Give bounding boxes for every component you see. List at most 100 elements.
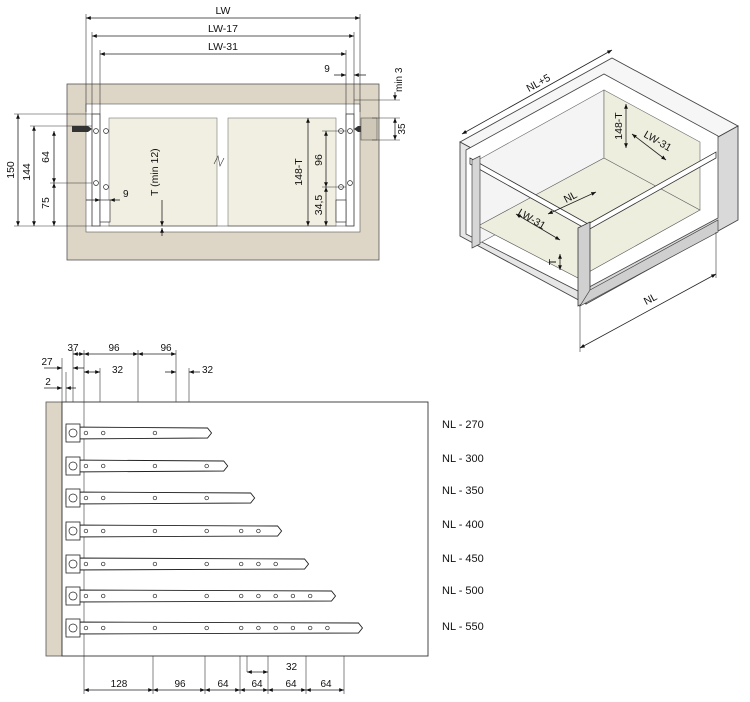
rail-hole — [83, 430, 89, 436]
bracket-hole — [68, 461, 78, 471]
left-runner — [99, 199, 111, 223]
rail-label-350: NL - 350 — [442, 485, 484, 497]
rail-body — [65, 459, 229, 473]
side-dim-64-a: 64 — [217, 679, 229, 690]
rail-hole — [152, 495, 158, 501]
drawer-front-right — [227, 117, 337, 227]
rail-hole — [325, 625, 330, 631]
rail-hole — [204, 528, 209, 534]
side-dim-32-a: 32 — [112, 365, 124, 376]
rail-nl-350 — [65, 488, 256, 508]
rail-hole — [101, 430, 106, 436]
rail-hole — [101, 528, 106, 534]
right-side-wall — [345, 113, 355, 227]
rail-hole — [101, 625, 106, 631]
rail-hole — [83, 625, 89, 631]
rail-hole — [239, 528, 244, 534]
rail-label-400: NL - 400 — [442, 519, 484, 531]
rail-hole — [152, 463, 158, 469]
dim-lw-31: LW-31 — [208, 41, 238, 53]
iso-dim-148-t: 148-T — [613, 112, 625, 140]
side-dim-27: 27 — [41, 357, 53, 368]
iso-dim-nl-inner: NL — [562, 189, 580, 206]
iso-dim-nl-bottom: NL — [642, 291, 660, 308]
rail-hole — [308, 625, 313, 631]
rail-hole — [256, 593, 261, 599]
dim-min-3: min 3 — [394, 67, 405, 92]
drawer-front-left — [108, 117, 218, 227]
dim-34-5: 34,5 — [313, 195, 325, 216]
dim-144: 144 — [21, 163, 33, 181]
rail-hole — [101, 463, 106, 469]
dim-96: 96 — [313, 154, 325, 166]
bracket-hole — [68, 591, 78, 601]
side-dim-96-a: 96 — [108, 343, 120, 354]
rail-hole — [152, 430, 158, 436]
iso-dim-t: T — [547, 258, 559, 265]
rail-hole — [239, 625, 244, 631]
rail-label-300: NL - 300 — [442, 453, 484, 465]
dim-lw-17: LW-17 — [208, 23, 238, 35]
rail-hole — [290, 593, 296, 599]
rail-nl-500 — [65, 586, 337, 606]
rail-hole — [152, 561, 158, 567]
rail-hole — [152, 593, 158, 599]
front-view: LW LW-17 LW-31 9 min 3 35 150 144 64 75 — [5, 5, 408, 261]
side-dim-32: 32 — [286, 662, 298, 673]
rail-hole — [239, 593, 244, 599]
rail-hole — [273, 625, 278, 631]
bracket-hole — [68, 559, 78, 569]
rails-group — [65, 423, 364, 638]
rail-hole — [83, 528, 89, 534]
rail-hole — [101, 561, 106, 567]
rail-label-450: NL - 450 — [442, 553, 484, 565]
rail-hole — [256, 528, 261, 534]
rail-body — [65, 589, 337, 603]
rail-hole — [273, 593, 278, 599]
bracket-hole — [68, 623, 78, 633]
bracket-hole — [68, 526, 78, 536]
rail-body — [65, 524, 283, 538]
rail-label-550: NL - 550 — [442, 621, 484, 633]
rail-nl-400 — [65, 521, 283, 541]
iso-view: NL+5 148-T LW-31 NL LW-31 T NL — [459, 49, 739, 352]
rail-hole — [204, 463, 209, 469]
rail-body — [65, 491, 256, 505]
dim-150: 150 — [5, 161, 17, 179]
dim-9-left: 9 — [123, 189, 129, 200]
rail-nl-270 — [65, 423, 213, 443]
dim-lw: LW — [216, 5, 231, 17]
side-dim-64-b: 64 — [251, 679, 263, 690]
dim-75: 75 — [40, 197, 52, 209]
side-dim-64-c: 64 — [285, 679, 297, 690]
side-view: 27 37 96 96 32 32 2 NL - 270 NL - 300 NL… — [41, 343, 484, 694]
break-mark — [213, 155, 225, 167]
rail-hole — [101, 495, 106, 501]
rail-hole — [308, 593, 313, 599]
rail-label-500: NL - 500 — [442, 585, 484, 597]
dim-t-min: T (min 12) — [149, 148, 161, 196]
side-dim-32-b: 32 — [202, 365, 214, 376]
rail-hole — [83, 495, 89, 501]
rail-hole — [152, 625, 158, 631]
dim-64: 64 — [40, 151, 52, 163]
dim-35: 35 — [397, 123, 408, 135]
side-dim-2: 2 — [45, 377, 51, 388]
side-dim-128: 128 — [111, 679, 128, 690]
rail-hole — [204, 495, 209, 501]
rail-hole — [204, 561, 209, 567]
cabinet-side-panel — [45, 401, 63, 657]
dim-148-t: 148-T — [293, 158, 305, 186]
bracket-hole — [68, 493, 78, 503]
rail-hole — [83, 593, 89, 599]
rail-body — [65, 621, 364, 635]
side-dim-64-d: 64 — [320, 679, 332, 690]
rail-hole — [83, 561, 89, 567]
rail-hole — [273, 561, 278, 567]
rail-nl-550 — [65, 618, 364, 638]
left-screw-icon — [72, 126, 92, 132]
rail-nl-450 — [65, 554, 310, 574]
side-dim-96-b: 96 — [160, 343, 172, 354]
rail-hole — [290, 625, 296, 631]
